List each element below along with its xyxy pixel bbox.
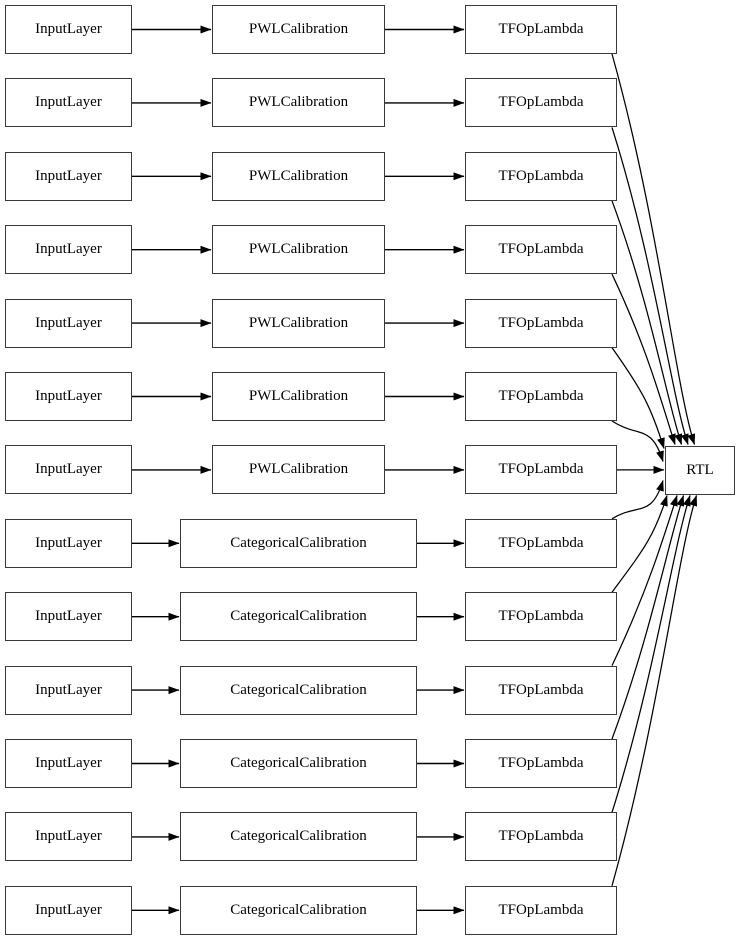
tfoplambda-node-12[interactable]: TFOpLambda	[465, 812, 617, 862]
input-layer-node-2-label: InputLayer	[35, 94, 102, 111]
tfoplambda-node-2[interactable]: TFOpLambda	[465, 78, 617, 128]
pwl-calibration-node-2-label: PWLCalibration	[248, 94, 349, 111]
pwl-calibration-node-1[interactable]: PWLCalibration	[212, 5, 385, 54]
input-layer-node-7-label: InputLayer	[35, 461, 102, 478]
pwl-calibration-node-6[interactable]: PWLCalibration	[212, 372, 385, 421]
tfoplambda-node-6[interactable]: TFOpLambda	[465, 372, 617, 421]
pwl-calibration-node-4[interactable]: PWLCalibration	[212, 225, 385, 275]
categorical-calibration-node-10-label: CategoricalCalibration	[230, 681, 367, 698]
tfoplambda-node-12-label: TFOpLambda	[498, 828, 584, 845]
categorical-calibration-node-12-label: CategoricalCalibration	[230, 828, 367, 845]
categorical-calibration-node-11-label: CategoricalCalibration	[230, 755, 367, 771]
tfoplambda-node-13[interactable]: TFOpLambda	[465, 885, 617, 935]
edge-curve-to-sink	[611, 495, 685, 740]
edge-curve-to-sink	[611, 495, 678, 666]
tfoplambda-node-5[interactable]: TFOpLambda	[465, 298, 617, 348]
pwl-calibration-node-7-label: PWLCalibration	[248, 461, 349, 478]
tfoplambda-node-3-label: TFOpLambda	[498, 167, 584, 184]
pwl-calibration-node-2[interactable]: PWLCalibration	[212, 78, 385, 128]
tfoplambda-node-9[interactable]: TFOpLambda	[465, 592, 617, 642]
edge-curve-to-sink	[611, 53, 696, 445]
tfoplambda-node-1[interactable]: TFOpLambda	[465, 5, 617, 54]
categorical-calibration-node-8-label: CategoricalCalibration	[230, 534, 367, 551]
tfoplambda-node-3[interactable]: TFOpLambda	[465, 151, 617, 201]
edge-curve-to-sink	[611, 127, 689, 445]
input-layer-node-4[interactable]: InputLayer	[5, 225, 132, 275]
input-layer-node-12[interactable]: InputLayer	[5, 812, 132, 862]
pwl-calibration-node-5-label: PWLCalibration	[248, 314, 349, 331]
input-layer-node-5[interactable]: InputLayer	[5, 298, 132, 348]
input-layer-node-5-label: InputLayer	[35, 314, 102, 331]
input-layer-node-2[interactable]: InputLayer	[5, 78, 132, 128]
input-layer-node-12-label: InputLayer	[35, 828, 102, 845]
tfoplambda-node-10-label: TFOpLambda	[498, 681, 584, 698]
edge-curve-to-sink	[611, 495, 691, 813]
input-layer-node-11-label: InputLayer	[35, 755, 102, 771]
edge-curve-to-sink	[611, 273, 676, 445]
tfoplambda-node-7[interactable]: TFOpLambda	[465, 445, 617, 495]
input-layer-node-13[interactable]: InputLayer	[5, 885, 132, 935]
rtl-node-label: RTL	[686, 461, 714, 478]
tfoplambda-node-11[interactable]: TFOpLambda	[465, 739, 617, 788]
pwl-calibration-node-6-label: PWLCalibration	[248, 388, 349, 404]
input-layer-node-10-label: InputLayer	[35, 681, 102, 698]
tfoplambda-node-4[interactable]: TFOpLambda	[465, 225, 617, 275]
tfoplambda-node-8-label: TFOpLambda	[498, 534, 584, 551]
edge-curve-to-sink	[611, 495, 698, 886]
pwl-calibration-node-4-label: PWLCalibration	[248, 241, 349, 258]
input-layer-node-3-label: InputLayer	[35, 167, 102, 184]
tfoplambda-node-11-label: TFOpLambda	[498, 755, 584, 771]
tfoplambda-node-13-label: TFOpLambda	[498, 901, 584, 918]
input-layer-node-11[interactable]: InputLayer	[5, 739, 132, 788]
input-layer-node-8-label: InputLayer	[35, 534, 102, 551]
input-layer-node-10[interactable]: InputLayer	[5, 665, 132, 715]
tfoplambda-node-7-label: TFOpLambda	[498, 461, 584, 478]
tfoplambda-node-2-label: TFOpLambda	[498, 94, 584, 111]
categorical-calibration-node-10[interactable]: CategoricalCalibration	[180, 665, 417, 715]
tfoplambda-node-4-label: TFOpLambda	[498, 241, 584, 258]
input-layer-node-1[interactable]: InputLayer	[5, 5, 132, 54]
categorical-calibration-node-13-label: CategoricalCalibration	[230, 901, 367, 918]
rtl-node[interactable]: RTL	[665, 445, 735, 495]
edge-curve-to-sink	[611, 420, 664, 462]
categorical-calibration-node-8[interactable]: CategoricalCalibration	[180, 518, 417, 568]
input-layer-node-6-label: InputLayer	[35, 388, 102, 404]
edge-curve-to-sink	[611, 347, 665, 449]
categorical-calibration-node-12[interactable]: CategoricalCalibration	[180, 812, 417, 862]
tfoplambda-node-9-label: TFOpLambda	[498, 608, 584, 625]
pwl-calibration-node-3-label: PWLCalibration	[248, 167, 349, 184]
tfoplambda-node-1-label: TFOpLambda	[498, 21, 584, 37]
pwl-calibration-node-3[interactable]: PWLCalibration	[212, 151, 385, 201]
input-layer-node-3[interactable]: InputLayer	[5, 151, 132, 201]
input-layer-node-4-label: InputLayer	[35, 241, 102, 258]
categorical-calibration-node-13[interactable]: CategoricalCalibration	[180, 885, 417, 935]
tfoplambda-node-5-label: TFOpLambda	[498, 314, 584, 331]
input-layer-node-9[interactable]: InputLayer	[5, 592, 132, 642]
edge-curve-to-sink	[611, 200, 683, 445]
input-layer-node-9-label: InputLayer	[35, 608, 102, 625]
input-layer-node-13-label: InputLayer	[35, 901, 102, 918]
tfoplambda-node-10[interactable]: TFOpLambda	[465, 665, 617, 715]
tfoplambda-node-6-label: TFOpLambda	[498, 388, 584, 404]
pwl-calibration-node-5[interactable]: PWLCalibration	[212, 298, 385, 348]
categorical-calibration-node-9-label: CategoricalCalibration	[230, 608, 367, 625]
input-layer-node-8[interactable]: InputLayer	[5, 518, 132, 568]
categorical-calibration-node-11[interactable]: CategoricalCalibration	[180, 739, 417, 788]
pwl-calibration-node-1-label: PWLCalibration	[248, 21, 349, 37]
input-layer-node-1-label: InputLayer	[35, 21, 102, 37]
input-layer-node-7[interactable]: InputLayer	[5, 445, 132, 495]
edge-curve-to-sink	[611, 480, 664, 520]
pwl-calibration-node-7[interactable]: PWLCalibration	[212, 445, 385, 495]
tfoplambda-node-8[interactable]: TFOpLambda	[465, 518, 617, 568]
input-layer-node-6[interactable]: InputLayer	[5, 372, 132, 421]
categorical-calibration-node-9[interactable]: CategoricalCalibration	[180, 592, 417, 642]
edge-curve-to-sink	[611, 495, 668, 593]
